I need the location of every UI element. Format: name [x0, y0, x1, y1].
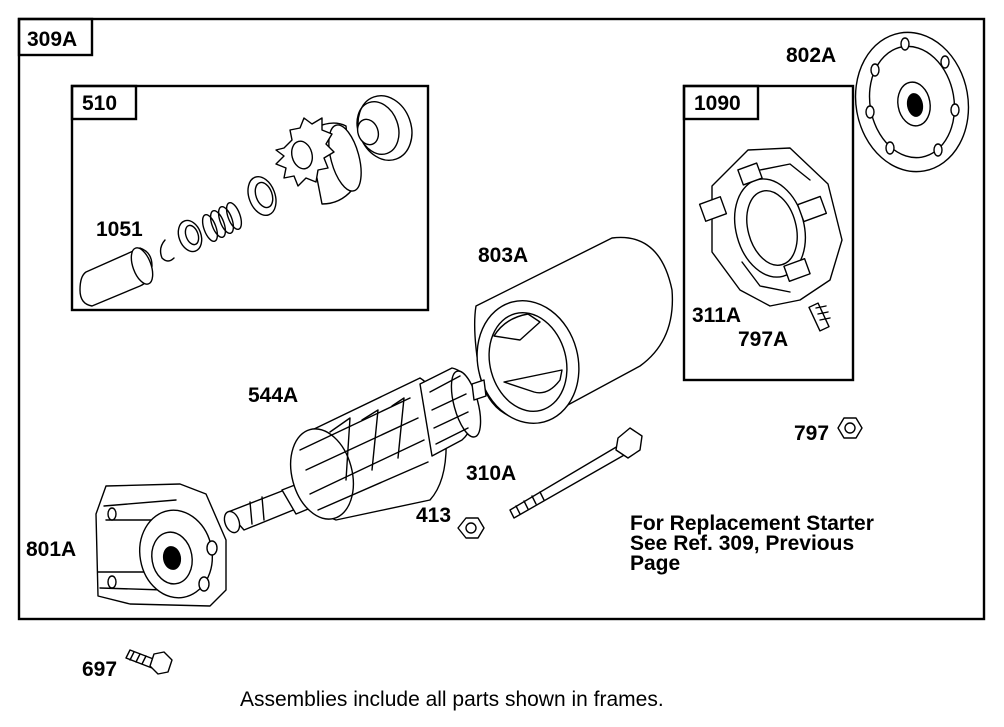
drive-collar-drawing	[177, 219, 203, 253]
footer-note: Assemblies include all parts shown in fr…	[240, 688, 664, 711]
frame-510: 510	[70, 84, 430, 312]
frame-1090: 1090	[682, 84, 855, 382]
drive-pinion-gear-drawing	[275, 117, 362, 205]
part-697-screw-drawing	[125, 649, 173, 675]
drive-dust-cover-drawing	[356, 95, 413, 161]
part-797-nut-drawing	[837, 417, 863, 439]
label-801A: 801A	[26, 538, 76, 561]
part-544A-armature-drawing	[223, 367, 487, 534]
frame-510-label: 510	[82, 92, 117, 115]
part-801A-bracket-drawing	[95, 483, 227, 607]
part-1051-ring-drawing	[159, 239, 175, 262]
note-line-3: Page	[630, 552, 680, 575]
label-311A: 311A	[692, 304, 741, 327]
part-413-nut-drawing	[457, 517, 485, 539]
label-544A: 544A	[248, 384, 298, 407]
label-803A: 803A	[478, 244, 528, 267]
label-310A: 310A	[466, 462, 516, 485]
label-697: 697	[82, 658, 117, 681]
note-line-2: See Ref. 309, Previous	[630, 532, 854, 555]
drive-sleeve-drawing	[79, 247, 154, 307]
label-797A: 797A	[738, 328, 788, 351]
part-310A-bolt-drawing	[509, 427, 643, 519]
label-797: 797	[794, 422, 829, 445]
label-802A: 802A	[786, 44, 836, 67]
part-802A-end-cap-drawing	[854, 31, 970, 173]
part-803A-housing-drawing	[473, 236, 674, 424]
frame-309A: 309A	[17, 17, 986, 621]
replacement-note: For Replacement Starter See Ref. 309, Pr…	[630, 512, 874, 575]
frame-309A-label: 309A	[27, 28, 77, 51]
label-1051: 1051	[96, 218, 143, 241]
note-line-1: For Replacement Starter	[630, 512, 874, 535]
drive-washer-drawing	[247, 175, 277, 217]
label-413: 413	[416, 504, 451, 527]
brush-holder-drawing	[698, 147, 843, 332]
drive-spring-drawing	[201, 201, 243, 243]
frame-1090-label: 1090	[694, 92, 741, 115]
